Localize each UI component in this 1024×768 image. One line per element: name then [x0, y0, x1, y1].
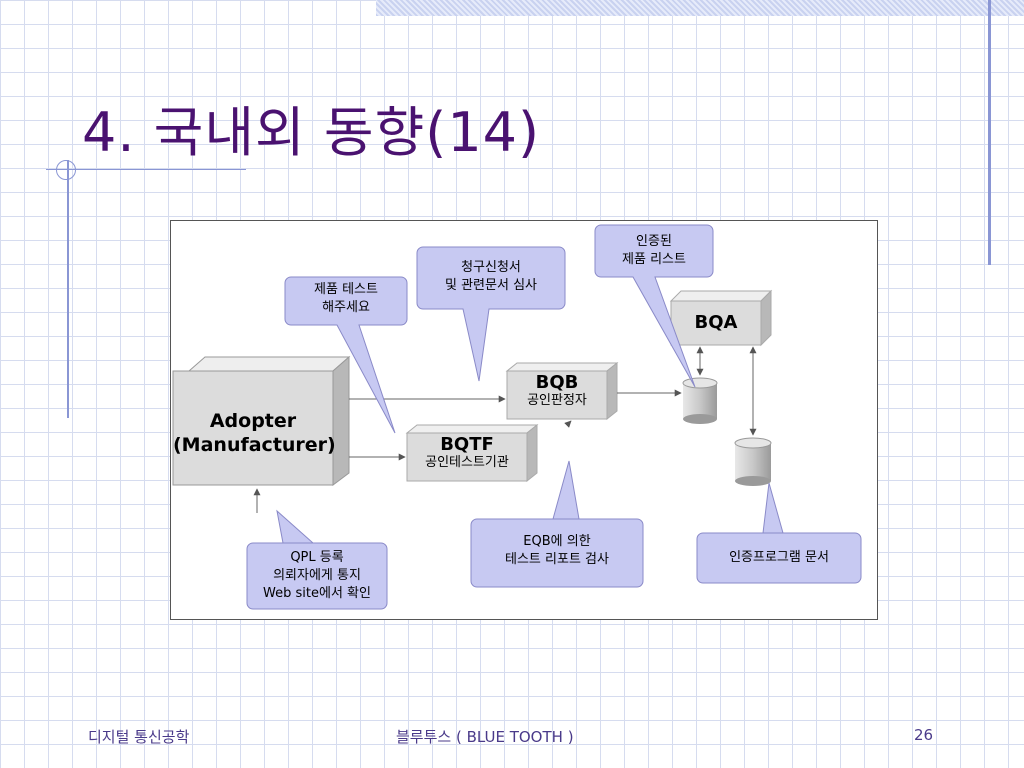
left-decor-line: [67, 160, 69, 418]
callout-qpl-line3: Web site에서 확인: [263, 586, 371, 601]
slide-title: 4. 국내외 동향(14): [82, 101, 541, 164]
database-cylinder-bottom: [734, 437, 772, 486]
footer-course: 디지털 통신공학: [88, 728, 190, 746]
bqa-name: BQA: [694, 312, 738, 333]
crosshair-icon: [56, 160, 76, 180]
callout-claim-review-line1: 청구신청서: [461, 260, 521, 275]
footer-page-number: 26: [914, 726, 934, 744]
database-cylinder-top: [682, 377, 718, 424]
callout-shapes: [246, 224, 862, 610]
callout-test-request-line1: 제품 테스트: [314, 282, 378, 297]
callout-eqb-review-line2: 테스트 리포트 검사: [505, 552, 609, 567]
diagram-graphics: [172, 224, 862, 610]
callout-cert-docs-line1: 인증프로그램 문서: [729, 550, 829, 565]
bqb-box: [505, 361, 619, 421]
callout-cert-docs: 인증프로그램 문서: [697, 549, 861, 567]
bqtf-label: BQTF 공인테스트기관: [407, 435, 527, 471]
top-pattern-band: [376, 0, 1024, 16]
callout-test-request: 제품 테스트 해주세요: [285, 281, 407, 317]
callout-claim-review-line2: 및 관련문서 심사: [445, 278, 537, 293]
callout-test-request-line2: 해주세요: [322, 300, 370, 315]
callout-qpl-line2: 의뢰자에게 통지: [273, 568, 361, 583]
bqb-name: BQB: [535, 372, 579, 393]
adopter-label-line1: Adopter: [209, 410, 297, 432]
adopter-label-line2: (Manufacturer): [173, 434, 336, 456]
bqb-label: BQB 공인판정자: [507, 373, 607, 409]
flow-arrows: [253, 346, 757, 513]
adopter-box: [172, 355, 351, 486]
callout-certified-list-line2: 제품 리스트: [622, 252, 686, 267]
bqtf-name: BQTF: [440, 434, 494, 455]
diagram-panel: Adopter (Manufacturer) BQB 공인판정자 BQTF 공인…: [170, 220, 878, 620]
callout-certified-list-line1: 인증된: [636, 234, 672, 249]
bqtf-box: [405, 423, 539, 483]
callout-certified-list: 인증된 제품 리스트: [595, 233, 713, 269]
bqa-box: [669, 289, 773, 347]
callout-qpl: QPL 등록 의뢰자에게 통지 Web site에서 확인: [247, 549, 387, 603]
footer-topic: 블루투스 ( BLUE TOOTH ): [396, 728, 574, 746]
title-underline: [46, 169, 246, 170]
callout-qpl-line1: QPL 등록: [290, 550, 344, 565]
callout-eqb-review: EQB에 의한 테스트 리포트 검사: [471, 533, 643, 569]
bqa-label: BQA: [671, 313, 761, 333]
bqb-sub: 공인판정자: [527, 393, 587, 408]
right-decor-line: [988, 0, 991, 265]
bqtf-sub: 공인테스트기관: [425, 455, 509, 470]
callout-eqb-review-line1: EQB에 의한: [523, 534, 591, 549]
adopter-label: Adopter (Manufacturer): [173, 409, 336, 457]
callout-claim-review: 청구신청서 및 관련문서 심사: [417, 259, 565, 295]
